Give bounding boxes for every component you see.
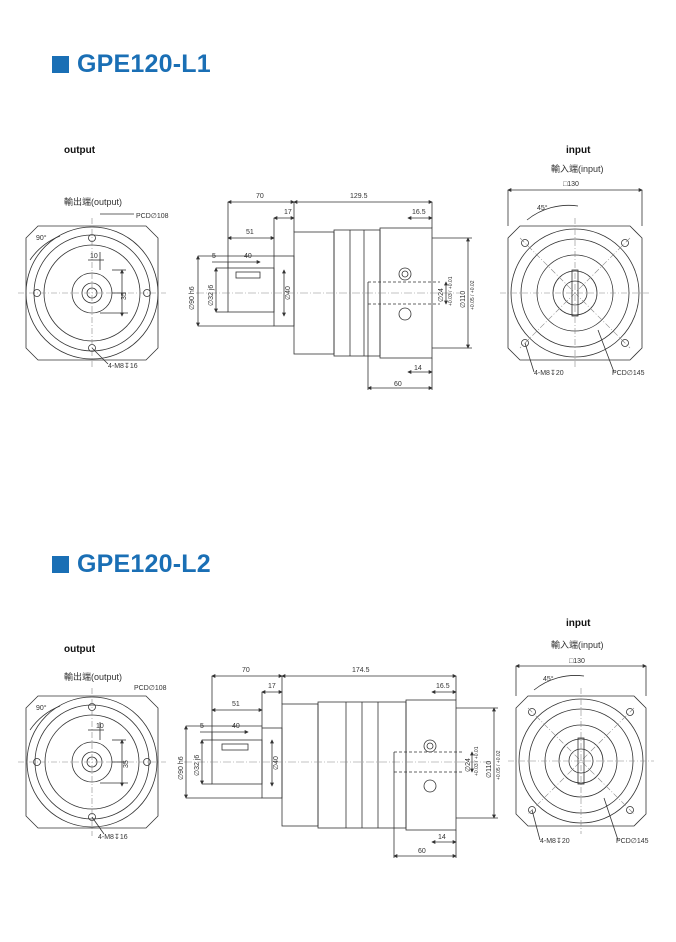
- dim-51: 51: [246, 229, 254, 236]
- dim-16-5: 16.5: [436, 683, 450, 690]
- dim-d110-tolerance: +0.05 / +0.02: [496, 750, 502, 780]
- pcd-label: PCD∅108: [136, 213, 169, 220]
- output-subtitle: 輸出端(output): [64, 671, 122, 682]
- bolt-label: 4-M8↧16: [108, 362, 138, 370]
- dim-d110: ∅110: [486, 761, 493, 778]
- pcd-label: PCD∅145: [616, 838, 649, 845]
- key-width-label: 10: [96, 723, 104, 730]
- title-square-icon: [52, 56, 69, 73]
- output-face-view: [18, 213, 166, 368]
- output-face-view: [18, 688, 166, 836]
- dim-d24: ∅24: [465, 758, 472, 772]
- output-heading: output: [64, 145, 96, 156]
- angle-label: 90°: [36, 704, 47, 712]
- input-heading: input: [566, 145, 591, 156]
- angle-label: 45°: [543, 675, 554, 683]
- dim-length: 129.5: [350, 193, 368, 200]
- dim-d32: ∅32 j6: [194, 755, 201, 776]
- side-view: [196, 200, 472, 390]
- dim-60: 60: [394, 381, 402, 388]
- input-subtitle: 輸入端(input): [551, 639, 604, 650]
- input-subtitle: 輸入端(input): [551, 163, 604, 174]
- dim-40: 40: [244, 253, 252, 260]
- square-label: □130: [563, 181, 579, 188]
- dim-60: 60: [418, 848, 426, 855]
- input-heading: input: [566, 618, 591, 629]
- dim-70: 70: [242, 667, 250, 674]
- section-title-l1: GPE120-L1: [52, 50, 211, 79]
- angle-label: 45°: [537, 204, 548, 212]
- dim-5: 5: [200, 723, 204, 730]
- drawing-section-l2: output input 輸出端(output) 輸入端(input): [18, 618, 654, 858]
- angle-label: 90°: [36, 234, 47, 242]
- dim-d90: ∅90 h6: [178, 756, 185, 780]
- dim-d24-tolerance: +0.03 / +0.01: [474, 746, 480, 776]
- dim-5: 5: [212, 253, 216, 260]
- dim-d40: ∅40: [273, 756, 280, 770]
- model-title: GPE120-L2: [77, 550, 211, 578]
- pcd-label: PCD∅145: [612, 370, 645, 377]
- dim-51: 51: [232, 701, 240, 708]
- dim-17: 17: [284, 209, 292, 216]
- output-heading: output: [64, 644, 96, 655]
- side-view: [184, 674, 498, 858]
- dim-d110-tolerance: +0.05 / +0.02: [470, 280, 476, 310]
- dim-17: 17: [268, 683, 276, 690]
- dim-d40: ∅40: [285, 286, 292, 300]
- key-width-label: 10: [90, 253, 98, 260]
- bolt-label: 4-M8↧20: [534, 369, 564, 377]
- dim-14: 14: [414, 365, 422, 372]
- dim-d110: ∅110: [460, 291, 467, 308]
- dim-d32: ∅32 j6: [208, 285, 215, 306]
- dim-d90: ∅90 h6: [189, 286, 196, 310]
- key-height-label: 35: [121, 292, 128, 300]
- dim-d24-tolerance: +0.03 / +0.01: [448, 276, 454, 306]
- dim-length: 174.5: [352, 667, 370, 674]
- model-title: GPE120-L1: [77, 50, 211, 78]
- drawing-section-l1: output input 輸出端(output) 輸入端(input): [18, 145, 650, 390]
- section-title-l2: GPE120-L2: [52, 550, 211, 579]
- bolt-label: 4-M8↧16: [98, 833, 128, 841]
- dim-40: 40: [232, 723, 240, 730]
- title-square-icon: [52, 556, 69, 573]
- input-face-view: [500, 188, 650, 373]
- dim-14: 14: [438, 834, 446, 841]
- pcd-label: PCD∅108: [134, 685, 167, 692]
- square-label: □130: [569, 658, 585, 665]
- dim-d24: ∅24: [438, 288, 445, 302]
- input-face-view: [508, 664, 654, 841]
- dim-70: 70: [256, 193, 264, 200]
- bolt-label: 4-M8↧20: [540, 837, 570, 845]
- output-subtitle: 輸出端(output): [64, 196, 122, 207]
- key-height-label: 35: [123, 760, 130, 768]
- dim-16-5: 16.5: [412, 209, 426, 216]
